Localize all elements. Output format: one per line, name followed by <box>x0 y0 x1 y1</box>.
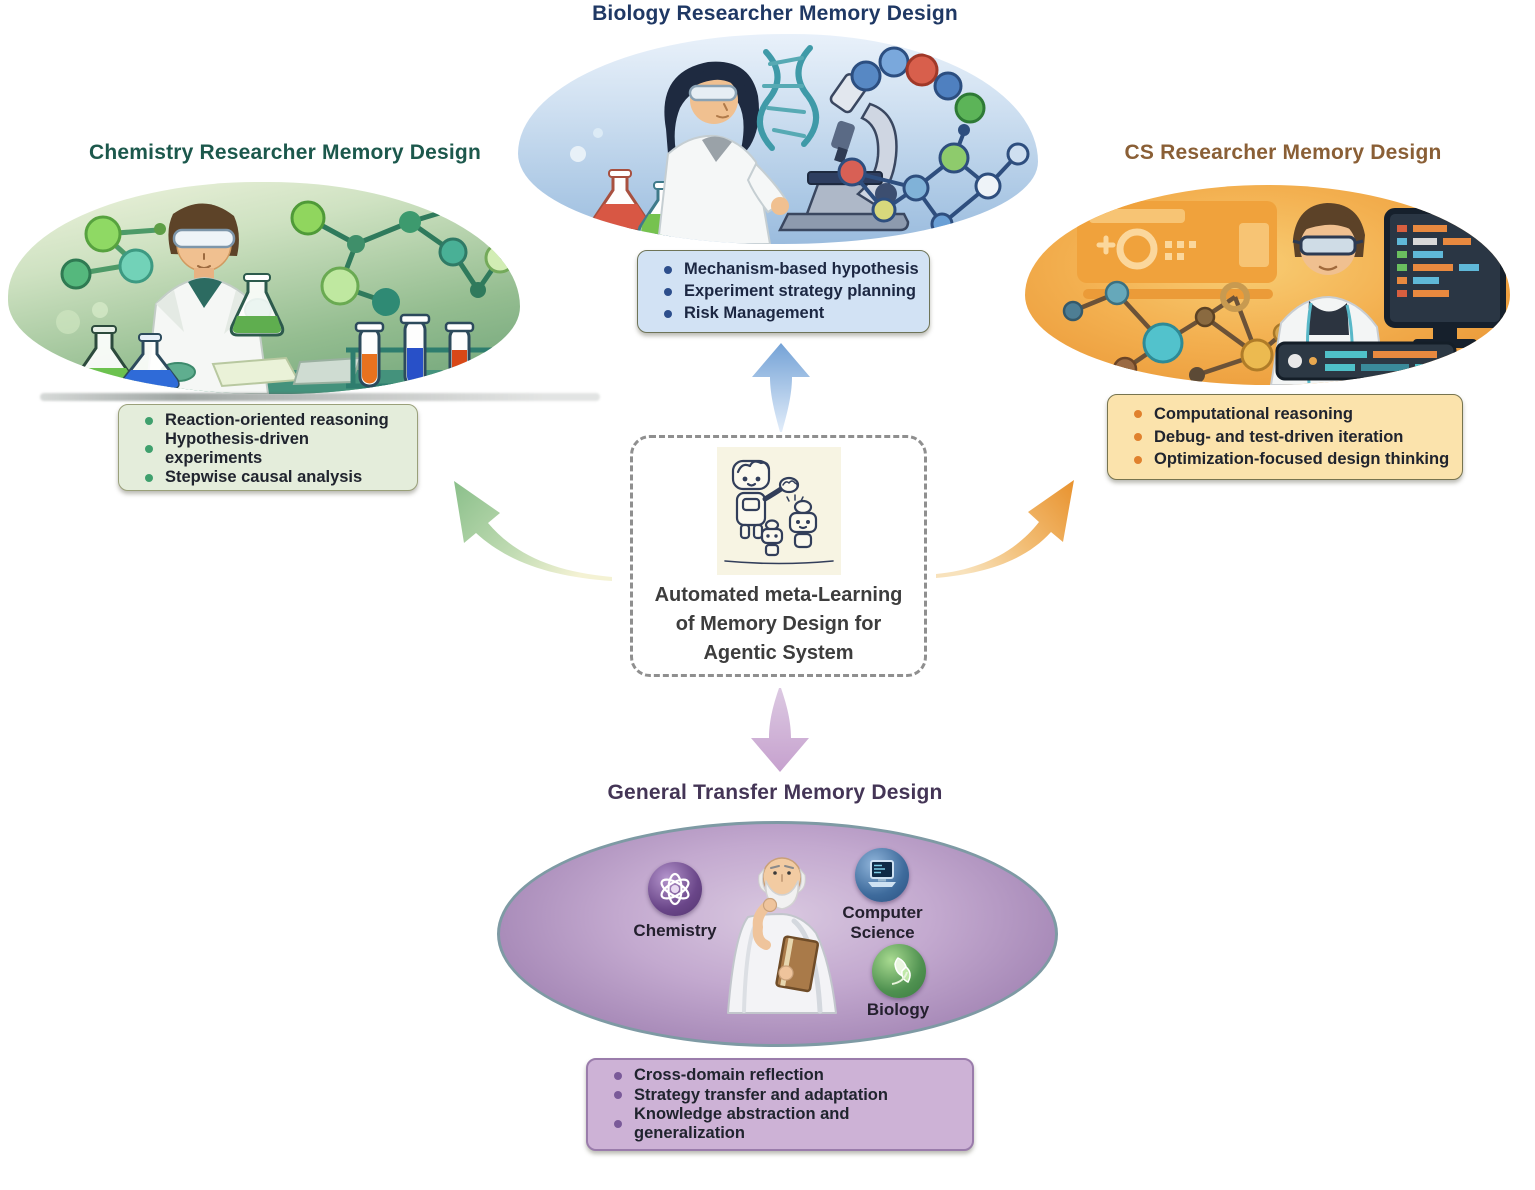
robot-teacher-illustration <box>716 447 841 575</box>
bullet-icon <box>1134 455 1142 464</box>
center-title-line: Automated meta-Learning <box>654 584 903 606</box>
bullet-text: Cross-domain reflection <box>634 1066 824 1085</box>
biology-badge-label: Biology <box>866 1000 930 1019</box>
biology-domain-badge <box>872 944 926 998</box>
list-item: Risk Management <box>648 304 919 323</box>
list-item: Strategy transfer and adaptation <box>598 1086 962 1105</box>
list-item: Knowledge abstraction and generalization <box>598 1105 962 1143</box>
philosopher-svg <box>727 857 837 1014</box>
bullet-icon <box>145 445 153 453</box>
bullet-icon <box>145 416 153 425</box>
leaf-icon <box>891 957 911 985</box>
bullet-text: Hypothesis-driven experiments <box>165 430 309 467</box>
list-item: Experiment strategy planning <box>648 282 919 301</box>
bullet-text: Strategy transfer and adaptation <box>634 1085 888 1104</box>
computer-science-badge-label: Computer Science <box>842 903 923 942</box>
bullet-text: Reaction-oriented reasoning <box>165 411 389 429</box>
chemistry-scene-illustration <box>8 182 520 394</box>
laptop-icon <box>868 860 896 887</box>
bullet-icon <box>664 309 672 318</box>
chemistry-domain-badge <box>648 862 702 916</box>
arrow-curved-chemistry <box>454 481 612 581</box>
cs-scene-illustration <box>1025 185 1510 385</box>
paint-smudge-artifact <box>40 393 600 401</box>
arrow-down-general <box>751 688 809 772</box>
list-item: Optimization-focused design thinking <box>1118 450 1452 469</box>
bullet-icon <box>1134 410 1142 419</box>
bullet-text: Debug- and test-driven iteration <box>1154 427 1404 446</box>
bullet-icon <box>1134 433 1142 441</box>
chemistry-scene-svg <box>56 200 516 394</box>
list-item: Reaction-oriented reasoning <box>129 411 407 430</box>
chemistry-bullet-box: Reaction-oriented reasoning Hypothesis-d… <box>118 404 418 491</box>
biology-panel-title: Biology Researcher Memory Design <box>592 2 958 25</box>
general-panel-title: General Transfer Memory Design <box>607 781 943 804</box>
bullet-icon <box>664 287 672 296</box>
bullet-text: Risk Management <box>684 304 825 322</box>
list-item: Debug- and test-driven iteration <box>1118 428 1452 447</box>
bullet-icon <box>614 1091 622 1099</box>
bullet-icon <box>664 265 672 274</box>
biology-scene-illustration <box>518 34 1038 244</box>
computer-science-domain-badge <box>855 848 909 902</box>
list-item: Stepwise causal analysis <box>129 468 407 487</box>
center-concept-title: Automated meta-Learning of Memory Design… <box>655 581 903 668</box>
bullet-text: Computational reasoning <box>1154 404 1353 423</box>
list-item: Computational reasoning <box>1118 405 1452 424</box>
list-item: Hypothesis-driven experiments <box>129 430 407 468</box>
chemistry-panel-title: Chemistry Researcher Memory Design <box>89 141 481 164</box>
biology-scene-svg <box>570 45 1030 244</box>
bullet-text: Experiment strategy planning <box>684 282 916 300</box>
list-item: Cross-domain reflection <box>598 1066 962 1085</box>
philosopher-illustration <box>698 843 866 1015</box>
bullet-text: Knowledge abstraction and generalization <box>634 1104 850 1142</box>
bullet-icon <box>145 473 153 482</box>
center-title-line: of Memory Design for <box>675 613 882 635</box>
bullet-icon <box>614 1119 622 1128</box>
robot-teacher-svg <box>723 459 834 565</box>
bullet-text: Stepwise causal analysis <box>165 468 363 486</box>
list-item: Mechanism-based hypothesis <box>648 260 919 279</box>
center-concept-box: Automated meta-Learning of Memory Design… <box>630 435 927 677</box>
cs-scene-svg <box>1062 201 1506 385</box>
cs-bullet-box: Computational reasoning Debug- and test-… <box>1107 394 1463 480</box>
arrow-up-biology <box>752 343 810 432</box>
cs-panel-title: CS Researcher Memory Design <box>1124 141 1442 164</box>
bullet-text: Mechanism-based hypothesis <box>684 260 919 278</box>
arrow-curved-cs <box>936 480 1074 578</box>
general-bullet-box: Cross-domain reflection Strategy transfe… <box>586 1058 974 1151</box>
atom-icon <box>660 872 690 906</box>
chemistry-badge-label: Chemistry <box>633 921 717 940</box>
biology-bullet-box: Mechanism-based hypothesis Experiment st… <box>637 250 930 333</box>
bullet-text: Optimization-focused design thinking <box>1154 450 1450 469</box>
bullet-icon <box>614 1071 622 1080</box>
center-title-line: Agentic System <box>703 642 854 664</box>
